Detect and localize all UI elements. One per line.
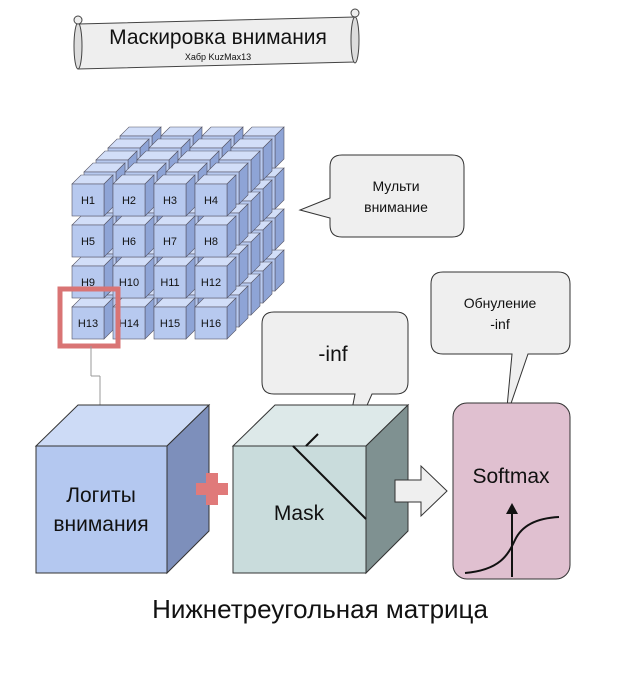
- logits-cube: Логиты внимания: [34, 403, 211, 575]
- head-label: H1: [81, 195, 95, 207]
- head-label: H5: [81, 236, 95, 248]
- head-cube-13: H13: [71, 297, 114, 340]
- head-cube-9: H9: [71, 256, 114, 299]
- head-cube-11: H11: [153, 256, 196, 299]
- zeroing-label-line2: -inf: [490, 316, 510, 332]
- head-cube-3: H3: [153, 174, 196, 217]
- head-cube-14: H14: [112, 297, 155, 340]
- head-cube-7: H7: [153, 215, 196, 258]
- logits-label-line2: внимания: [53, 513, 148, 536]
- head-label: H14: [119, 318, 139, 330]
- head-label: H11: [160, 277, 179, 289]
- head-label: H10: [119, 277, 139, 289]
- multi-head-label-line1: Мульти: [372, 178, 419, 194]
- banner-title: Маскировка внимания: [109, 26, 327, 49]
- title-banner: Маскировка внимания Хабр KuzMax13: [73, 8, 360, 70]
- mask-label: Mask: [274, 502, 325, 525]
- diagram-caption: Нижнетреугольная матрица: [152, 594, 488, 624]
- head-cube-12: H12: [194, 256, 237, 299]
- head-cube-4: H4: [194, 174, 237, 217]
- plus-icon: [196, 473, 228, 505]
- zeroing-label-line1: Обнуление: [464, 295, 537, 311]
- head-label: H3: [163, 195, 177, 207]
- softmax-box: Softmax: [452, 402, 571, 580]
- zeroing-bubble: Обнуление -inf: [430, 271, 571, 419]
- head-cube-1: H1: [71, 174, 114, 217]
- head-label: H8: [204, 236, 218, 248]
- sigmoid-curve-icon: [464, 503, 560, 577]
- head-label: H7: [163, 236, 177, 248]
- multi-head-bubble: Мульти внимание: [298, 154, 465, 238]
- head-cube-2: H2: [112, 174, 155, 217]
- logits-label-line1: Логиты: [66, 484, 136, 507]
- head-cube-16: H16: [194, 297, 237, 340]
- head-cube-10: H10: [112, 256, 155, 299]
- head-grid: H13 H14 H15 H16 H9 H10 H11 H12 H5 H6 H7 H8 H1 H2 H3 H4: [71, 174, 237, 340]
- head-label: H6: [122, 236, 136, 248]
- softmax-label: Softmax: [472, 465, 550, 488]
- head-cube-15: H15: [153, 297, 196, 340]
- head-label: H4: [204, 195, 218, 207]
- head-cube-6: H6: [112, 215, 155, 258]
- multi-head-label-line2: внимание: [364, 199, 428, 215]
- head-label: H16: [201, 318, 221, 330]
- head-label: H2: [122, 195, 136, 207]
- head-label: H12: [201, 277, 221, 289]
- mask-cube: Mask: [231, 403, 410, 575]
- head-label: H15: [160, 318, 180, 330]
- arrow-right-icon: [394, 464, 448, 518]
- head-cube-8: H8: [194, 215, 237, 258]
- head-cube-5: H5: [71, 215, 114, 258]
- inf-label: -inf: [318, 343, 347, 366]
- banner-subtitle: Хабр KuzMax13: [185, 52, 251, 62]
- head-label: H13: [78, 318, 98, 330]
- head-label: H9: [81, 277, 95, 289]
